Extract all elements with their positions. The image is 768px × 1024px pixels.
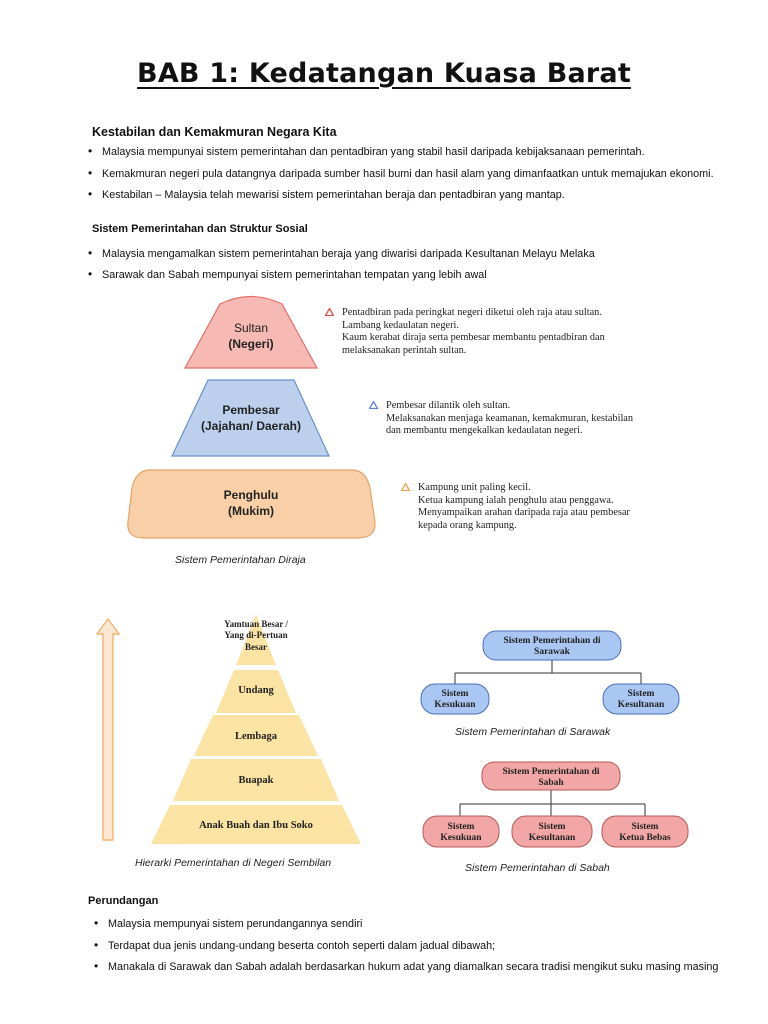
pyramid-level-label: Yamtuan Besar /	[224, 619, 288, 629]
pyramid-level-label: Undang	[238, 685, 274, 696]
pyramid-level-lembaga	[194, 715, 318, 756]
svg-text:Sistem: Sistem	[628, 689, 655, 699]
sabah-root-node	[481, 761, 621, 791]
pyramid-level-label: Penghulu	[224, 488, 279, 502]
pyramid-level-sultan	[183, 295, 319, 369]
caption-negeri-sembilan: Hierarki Pemerintahan di Negeri Sembilan	[135, 857, 332, 869]
negeri-sembilan-pyramid: Yamtuan Besar / Yang di-Pertuan Besar Un…	[151, 614, 361, 844]
list-item: Kestabilan – Malaysia telah mewarisi sis…	[88, 184, 714, 207]
list-item: Manakala di Sarawak dan Sabah adalah ber…	[94, 956, 718, 979]
pyramid-level-label: Lembaga	[235, 731, 278, 742]
section-heading-perundangan: Perundangan	[88, 895, 159, 907]
sarawak-root-node	[482, 630, 622, 661]
upward-arrow-icon	[95, 617, 121, 841]
pyramid-level-buapak	[173, 759, 339, 801]
pyramid-level-label: Sultan	[234, 321, 268, 335]
svg-text:Sarawak: Sarawak	[534, 647, 571, 657]
pyramid-level-label: Buapak	[238, 775, 273, 786]
description-pembesar: Pembesar dilantik oleh sultan. Melaksana…	[369, 400, 633, 438]
pyramid-level-undang	[216, 670, 296, 713]
description-sultan: Pentadbiran pada peringkat negeri diketu…	[325, 307, 605, 357]
sarawak-tree-diagram: Sistem Pemerintahan di Sarawak Sistem Ke…	[420, 630, 680, 715]
pyramid-level-label: Besar	[245, 642, 267, 652]
list-item: Malaysia mempunyai sistem pemerintahan d…	[88, 141, 714, 164]
pyramid-level-label: (Mukim)	[228, 504, 274, 518]
svg-text:Sistem: Sistem	[448, 822, 475, 832]
caption-sabah: Sistem Pemerintahan di Sabah	[465, 862, 610, 874]
caption-diraja: Sistem Pemerintahan Diraja	[175, 554, 306, 566]
caption-sarawak: Sistem Pemerintahan di Sarawak	[455, 726, 611, 738]
svg-text:Sistem: Sistem	[539, 822, 566, 832]
pyramid-level-label: (Negeri)	[228, 337, 273, 351]
pyramid-level-yamtuan	[236, 614, 276, 665]
pyramid-level-label: Anak Buah dan Ibu Soko	[199, 820, 313, 831]
section-heading-sistem: Sistem Pemerintahan dan Struktur Sosial	[92, 223, 308, 235]
triangle-marker-icon	[325, 308, 334, 316]
bullet-list-perundangan: Malaysia mempunyai sistem perundangannya…	[94, 913, 718, 979]
svg-text:Sistem Pemerintahan di: Sistem Pemerintahan di	[503, 636, 600, 646]
list-item: Terdapat dua jenis undang-undang beserta…	[94, 935, 718, 958]
bullet-list-sistem: Malaysia mengamalkan sistem pemerintahan…	[88, 243, 595, 286]
diraja-pyramid-diagram: Sultan (Negeri) Pembesar (Jajahan/ Daera…	[127, 295, 376, 539]
pyramid-level-label: Yang di-Pertuan	[224, 630, 287, 640]
svg-text:Kesukuan: Kesukuan	[440, 833, 482, 843]
sabah-node-kesultanan	[511, 815, 593, 848]
svg-text:Sistem: Sistem	[632, 822, 659, 832]
list-item: Malaysia mempunyai sistem perundangannya…	[94, 913, 718, 936]
sarawak-node-kesultanan	[602, 683, 680, 715]
pyramid-level-label: (Jajahan/ Daerah)	[201, 419, 301, 433]
bullet-list-kestabilan: Malaysia mempunyai sistem pemerintahan d…	[88, 141, 714, 207]
svg-text:Sabah: Sabah	[538, 778, 564, 788]
svg-text:Ketua Bebas: Ketua Bebas	[619, 833, 671, 843]
description-penghulu: Kampung unit paling kecil. Ketua kampung…	[401, 482, 630, 532]
sabah-node-kesukuan	[422, 815, 500, 848]
sabah-node-ketua-bebas	[601, 815, 689, 848]
pyramid-level-anak-buah	[151, 805, 361, 844]
sabah-tree-diagram: Sistem Pemerintahan di Sabah Sistem Kesu…	[422, 761, 689, 848]
svg-text:Kesultanan: Kesultanan	[618, 700, 665, 710]
triangle-marker-icon	[369, 401, 378, 409]
svg-text:Kesukuan: Kesukuan	[434, 700, 476, 710]
svg-text:Sistem Pemerintahan di: Sistem Pemerintahan di	[502, 767, 599, 777]
pyramid-level-label: Pembesar	[222, 403, 280, 417]
svg-text:Sistem: Sistem	[442, 689, 469, 699]
triangle-marker-icon	[401, 483, 410, 491]
list-item: Kemakmuran negeri pula datangnya daripad…	[88, 163, 714, 186]
svg-text:Kesultanan: Kesultanan	[529, 833, 576, 843]
pyramid-level-penghulu	[127, 469, 376, 539]
list-item: Sarawak dan Sabah mempunyai sistem pemer…	[88, 264, 595, 286]
sarawak-node-kesukuan	[420, 683, 490, 715]
section-heading-kestabilan: Kestabilan dan Kemakmuran Negara Kita	[92, 125, 337, 139]
list-item: Malaysia mengamalkan sistem pemerintahan…	[88, 243, 595, 265]
page-title: BAB 1: Kedatangan Kuasa Barat	[137, 58, 631, 89]
pyramid-level-pembesar	[171, 379, 330, 457]
